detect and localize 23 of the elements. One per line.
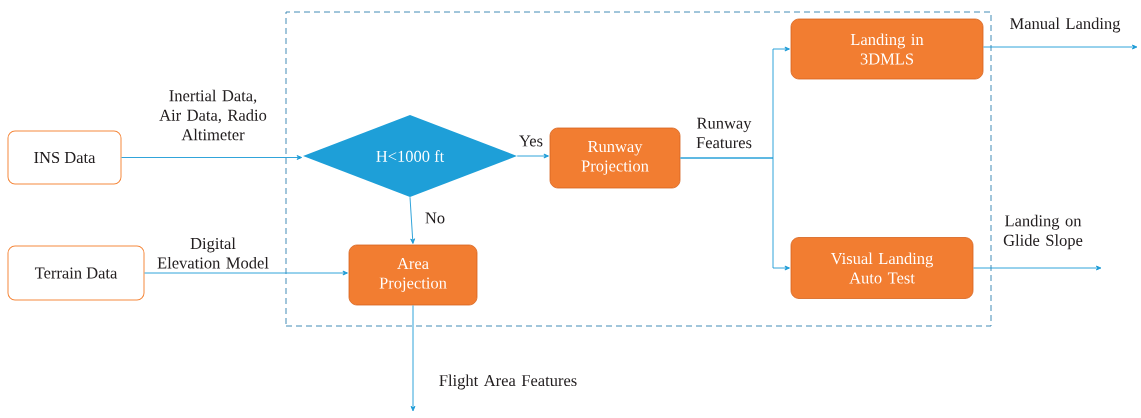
edge-label: No: [425, 212, 445, 224]
edge-label: Runway Features: [696, 117, 752, 149]
arrow: [679, 157, 790, 271]
arrow: [121, 155, 303, 160]
arrow: [516, 153, 549, 159]
arrow: [982, 44, 1138, 50]
edge-label: Inertial Data, Air Data, Radio Altimeter: [159, 89, 267, 141]
process-box: Runway Projection: [549, 127, 681, 189]
arrow: [972, 265, 1102, 271]
edge-label: Landing on Glide Slope: [1003, 214, 1083, 250]
process-box: Area Projection: [348, 244, 478, 306]
input-box: INS Data: [7, 130, 122, 185]
edge-label: Manual Landing: [1010, 17, 1121, 33]
process-box: Visual Landing Auto Test: [790, 237, 974, 299]
arrow: [410, 304, 416, 412]
dashed-frame: [285, 11, 992, 327]
process-box: Landing in 3DMLS: [790, 18, 984, 80]
input-box: Terrain Data: [7, 245, 145, 301]
arrow: [144, 270, 348, 276]
edge-label: Digital Elevation Model: [157, 237, 269, 269]
edge-label: Flight Area Features: [439, 374, 577, 390]
edge-label: Yes: [519, 135, 543, 147]
arrow: [409, 196, 416, 244]
